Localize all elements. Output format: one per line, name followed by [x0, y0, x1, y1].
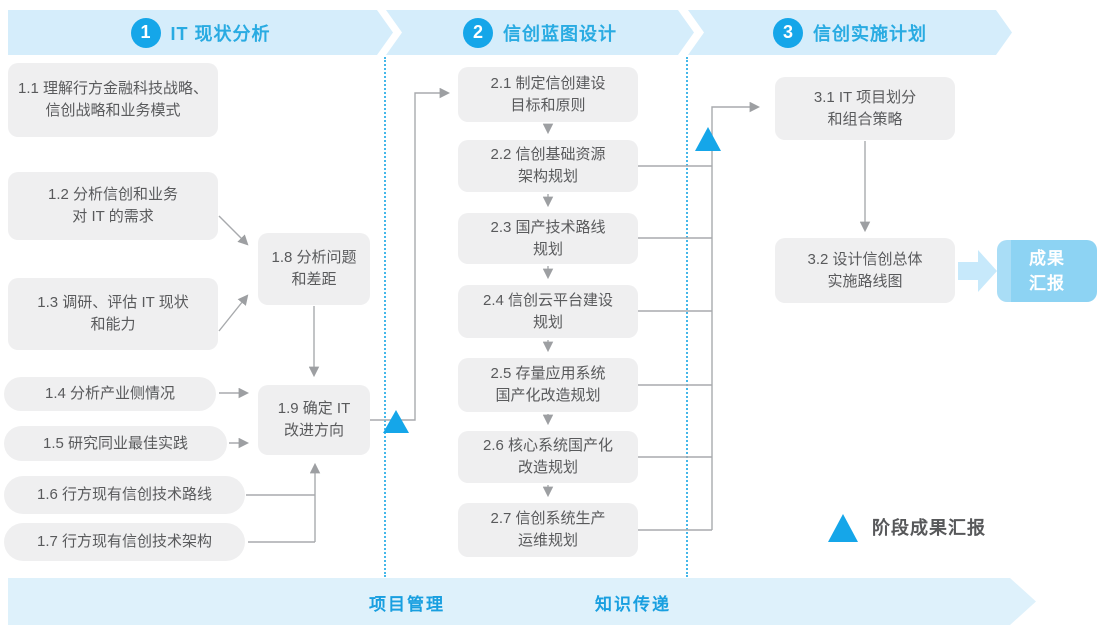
milestone-triangle-icon [828, 514, 858, 542]
box-2-1: 2.1 制定信创建设 目标和原则 [458, 67, 638, 122]
phase-2-number-badge: 2 [463, 18, 493, 48]
box-3-2: 3.2 设计信创总体 实施路线图 [775, 238, 955, 303]
bottom-label-knowledge-transfer: 知识传递 [595, 595, 671, 614]
bottom-label-project-management: 项目管理 [369, 595, 445, 614]
box-2-3: 2.3 国产技术路线 规划 [458, 213, 638, 264]
milestone-triangle-phase-1 [383, 410, 409, 433]
phase-3-title: 信创实施计划 [813, 23, 927, 44]
legend: 阶段成果汇报 [828, 514, 986, 542]
legend-label: 阶段成果汇报 [872, 518, 986, 538]
phase-band-1: 1 IT 现状分析 [8, 10, 393, 55]
box-1-7: 1.7 行方现有信创技术架构 [4, 523, 245, 561]
bottom-band [8, 578, 1036, 625]
phase-3-number-badge: 3 [773, 18, 803, 48]
phase-1-title: IT 现状分析 [170, 23, 271, 44]
box-1-5: 1.5 研究同业最佳实践 [4, 426, 227, 461]
box-1-4: 1.4 分析产业侧情况 [4, 377, 216, 411]
phase-1-number-badge: 1 [131, 18, 161, 48]
phase-separator-1-2 [384, 57, 386, 577]
box-1-8: 1.8 分析问题 和差距 [258, 233, 370, 305]
box-1-3: 1.3 调研、评估 IT 现状 和能力 [8, 278, 218, 350]
phase-band-2: 2 信创蓝图设计 [386, 10, 694, 55]
box-2-2: 2.2 信创基础资源 架构规划 [458, 140, 638, 192]
phase-2-title: 信创蓝图设计 [503, 23, 617, 44]
phase-band-3: 3 信创实施计划 [688, 10, 1012, 55]
box-2-5: 2.5 存量应用系统 国产化改造规划 [458, 358, 638, 412]
box-1-6: 1.6 行方现有信创技术路线 [4, 476, 245, 514]
thick-result-arrow [958, 250, 997, 292]
result-report-box: 成果 汇报 [997, 240, 1097, 302]
phase-separator-2-3 [686, 57, 688, 577]
box-1-9: 1.9 确定 IT 改进方向 [258, 385, 370, 455]
box-2-7: 2.7 信创系统生产 运维规划 [458, 503, 638, 557]
milestone-triangle-phase-2 [695, 127, 721, 151]
box-1-2: 1.2 分析信创和业务 对 IT 的需求 [8, 172, 218, 240]
box-2-4: 2.4 信创云平台建设 规划 [458, 285, 638, 338]
box-1-1: 1.1 理解行方金融科技战略、 信创战略和业务模式 [8, 63, 218, 137]
box-3-1: 3.1 IT 项目划分 和组合策略 [775, 77, 955, 140]
box-2-6: 2.6 核心系统国产化 改造规划 [458, 431, 638, 483]
